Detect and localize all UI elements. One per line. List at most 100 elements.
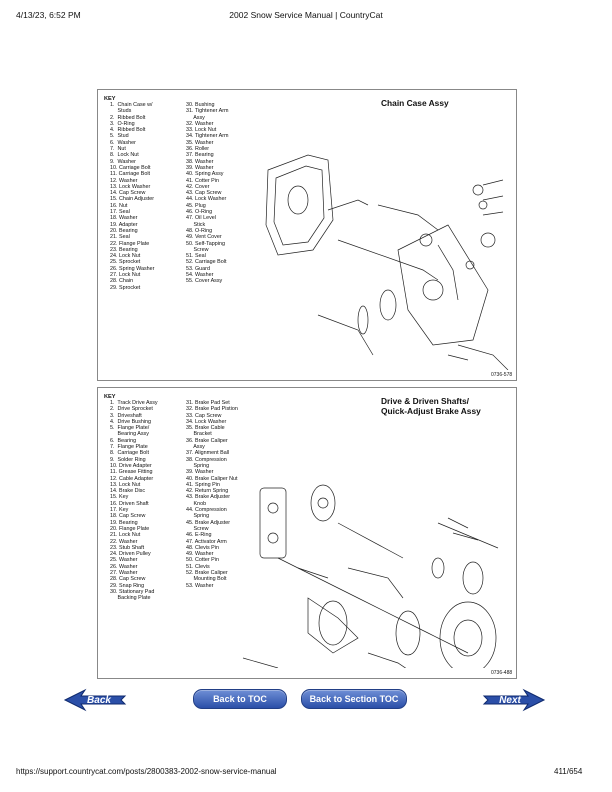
key-item: 29. Snap Ring <box>110 582 145 589</box>
key-item: 25. Sprocket <box>110 259 141 266</box>
key-item: 10. Drive Adapter <box>110 462 152 469</box>
key-item: 49. Washer <box>186 551 214 558</box>
figure-number: 0736-578 <box>491 372 513 378</box>
key-item: 55. Cover Assy <box>186 278 223 285</box>
key-item: 45. Plug <box>186 202 206 209</box>
drive-shaft-exploded-diagram <box>242 484 499 668</box>
key-item: 9. Washer <box>110 158 136 165</box>
key-item: 25. Washer <box>110 557 138 564</box>
key-item: 51. Clevis <box>186 563 210 570</box>
key-item: 42. Cover <box>186 183 210 190</box>
key-item: 8. Lock Nut <box>110 152 139 159</box>
key-item: 8. Carriage Bolt <box>110 450 149 457</box>
figure-title: Chain Case Assy <box>381 98 449 108</box>
key-item: 30. Bushing <box>186 102 215 108</box>
key-item: 7. Nut <box>110 146 126 153</box>
back-button[interactable]: Back <box>63 688 129 712</box>
key-item: 43. Cap Screw <box>186 190 222 197</box>
key-item: 38. Compression Spring <box>186 456 227 469</box>
chain-case-exploded-diagram <box>265 154 509 370</box>
back-to-section-toc-button[interactable]: Back to Section TOC <box>301 689 407 709</box>
key-item: 48. O-Ring <box>186 227 213 234</box>
next-button[interactable]: Next <box>480 688 546 712</box>
key-item: 47. Oil Level Stick <box>186 215 216 228</box>
key-item: 14. Cap Screw <box>110 190 146 197</box>
key-item: 19. Bearing <box>110 519 138 526</box>
key-item: 28. Chain <box>110 278 134 285</box>
key-item: 18. Washer <box>110 215 138 222</box>
key-item: 42. Return Spring <box>186 488 229 495</box>
key-item: 13. Lock Nut <box>110 481 141 488</box>
figure-number: 0736-488 <box>491 670 513 676</box>
key-item: 31. Brake Pad Set <box>186 400 230 406</box>
key-item: 12. Washer <box>110 177 138 184</box>
key-heading: KEY <box>104 96 116 102</box>
key-item: 41. Cotter Pin <box>186 177 219 184</box>
key-item: 21. Lock Nut <box>110 532 141 539</box>
right-arrow-icon <box>482 688 546 712</box>
key-item: 12. Cable Adapter <box>110 475 154 482</box>
figure-title-line-2: Quick-Adjust Brake Assy <box>381 406 481 416</box>
key-item: 24. Driven Pulley <box>110 551 151 558</box>
key-item: 52. Carriage Bolt <box>186 259 227 266</box>
key-item: 46. O-Ring <box>186 209 213 216</box>
key-item: 35. Brake Cable Bracket <box>186 425 225 438</box>
key-item: 54. Washer <box>186 272 214 279</box>
key-item: 6. Washer <box>110 139 136 146</box>
key-item: 49. Vent Cover <box>186 234 222 241</box>
key-item: 11. Carriage Bolt <box>110 171 151 178</box>
next-label: Next <box>499 695 521 706</box>
key-item: 52. Brake Caliper Mounting Bolt <box>186 570 228 583</box>
key-item: 48. Clevis Pin <box>186 544 219 551</box>
key-item: 10. Carriage Bolt <box>110 164 151 171</box>
key-item: 24. Lock Nut <box>110 253 141 260</box>
print-datetime: 4/13/23, 6:52 PM <box>16 10 81 20</box>
key-item: 17. Key <box>110 507 129 514</box>
key-item: 16. Nut <box>110 202 128 209</box>
key-item: 1. Track Drive Assy <box>110 400 158 406</box>
key-item: 32. Washer <box>186 120 214 127</box>
key-item: 34. Tightener Arm <box>186 133 229 140</box>
figure-title: Drive & Driven Shafts/ Quick-Adjust Brak… <box>381 396 481 416</box>
print-page-title: 2002 Snow Service Manual | CountryCat <box>229 10 383 20</box>
key-item: 43. Brake Adjuster Knob <box>186 494 231 507</box>
key-item: 23. Stub Shaft <box>110 544 145 551</box>
key-item: 4. Ribbed Bolt <box>110 127 146 134</box>
key-item: 33. Lock Nut <box>186 127 217 134</box>
key-item: 36. Roller <box>186 146 210 153</box>
key-item: 19. Adapter <box>110 221 138 228</box>
key-item: 26. Spring Washer <box>110 265 155 272</box>
key-item: 27. Lock Nut <box>110 272 141 279</box>
key-item: 47. Activator Arm <box>186 538 227 545</box>
back-to-toc-button[interactable]: Back to TOC <box>193 689 287 709</box>
key-item: 16. Driven Shaft <box>110 500 149 507</box>
key-item: 29. Sprocket <box>110 284 141 291</box>
key-item: 22. Flange Plate <box>110 240 150 247</box>
key-item: 53. Washer <box>186 582 214 589</box>
key-item: 30. Stationary Pad Backing Plate <box>110 588 155 602</box>
key-item: 36. Brake Caliper Assy <box>186 437 228 451</box>
key-item: 46. E-Ring <box>186 532 212 539</box>
key-item: 5. Stud <box>110 133 129 140</box>
key-item: 14. Brake Disc <box>110 488 146 495</box>
key-item: 5. Flange Plate/ Bearing Assy <box>110 425 150 438</box>
key-item: 27. Washer <box>110 570 138 577</box>
key-item: 51. Seal <box>186 253 206 260</box>
key-item: 34. Lock Washer <box>186 418 227 425</box>
key-item: 50. Cotter Pin <box>186 557 219 564</box>
key-item: 9. Solder Ring <box>110 456 146 463</box>
key-item: 26. Washer <box>110 563 138 570</box>
key-item: 13. Lock Washer <box>110 183 151 190</box>
key-item: 4. Drive Bushing <box>110 418 152 425</box>
key-item: 41. Spring Pin <box>186 481 220 488</box>
key-item: 32. Brake Pad Pistion <box>186 406 238 413</box>
key-item: 37. Bearing <box>186 152 214 159</box>
key-item: 39. Washer <box>186 164 214 171</box>
key-item: 35. Washer <box>186 139 214 146</box>
